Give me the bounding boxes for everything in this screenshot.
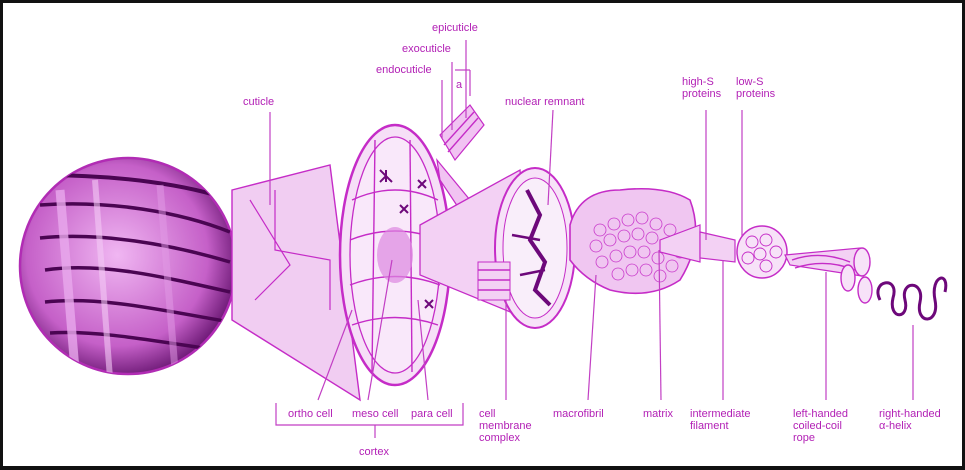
label-endocuticle: endocuticle bbox=[376, 64, 432, 76]
label-meso-cell: meso cell bbox=[352, 408, 398, 420]
alpha-helix bbox=[878, 278, 946, 319]
label-ortho-cell: ortho cell bbox=[288, 408, 333, 420]
label-intermediate-filament: intermediate filament bbox=[690, 408, 751, 432]
label-cell-membrane-complex: cell membrane complex bbox=[479, 408, 532, 444]
coiled-coil-rope bbox=[785, 248, 872, 303]
label-a: a bbox=[456, 79, 462, 91]
label-epicuticle: epicuticle bbox=[432, 22, 478, 34]
label-para-cell: para cell bbox=[411, 408, 453, 420]
label-high-s-proteins: high-S proteins bbox=[682, 76, 721, 100]
label-exocuticle: exocuticle bbox=[402, 43, 451, 55]
label-nuclear-remnant: nuclear remnant bbox=[505, 96, 585, 108]
label-macrofibril: macrofibril bbox=[553, 408, 604, 420]
hair-micrograph bbox=[20, 158, 236, 378]
label-cortex: cortex bbox=[359, 446, 389, 458]
label-cuticle: cuticle bbox=[243, 96, 274, 108]
label-low-s-proteins: low-S proteins bbox=[736, 76, 775, 100]
label-left-handed-coiled-coil-rope: left-handed coiled-coil rope bbox=[793, 408, 848, 444]
label-matrix: matrix bbox=[643, 408, 673, 420]
label-right-handed-alpha-helix: right-handed α-helix bbox=[879, 408, 941, 432]
